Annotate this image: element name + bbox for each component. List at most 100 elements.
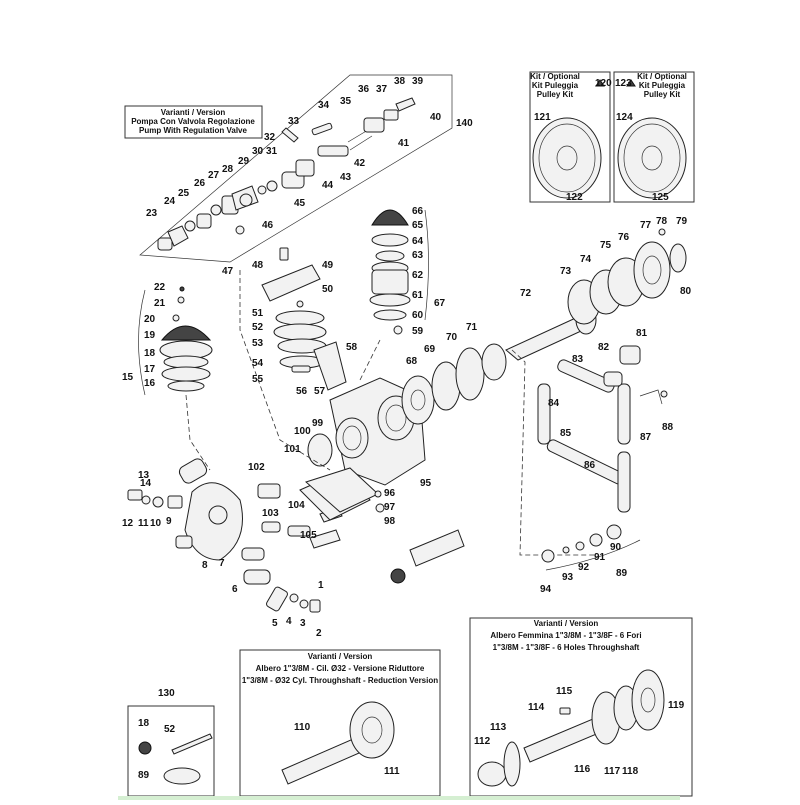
- leader-center: [359, 339, 381, 381]
- part-label-52: 52: [164, 724, 176, 735]
- bracket-15: [138, 289, 146, 396]
- part-label-55: 55: [252, 374, 264, 385]
- part-label-52: 52: [252, 322, 264, 333]
- part-label-112: 112: [474, 736, 491, 747]
- part-label-43: 43: [340, 172, 352, 183]
- seal-99: [307, 433, 333, 467]
- part-label-67: 67: [434, 298, 446, 309]
- part-label-3: 3: [300, 618, 306, 629]
- part-label-36: 36: [358, 84, 370, 95]
- caption-female-line3: 1"3/8M - 1"3/8F - 6 Holes Throughshaft: [493, 643, 640, 652]
- kit123-line2: Kit Puleggia: [639, 81, 686, 90]
- caption-female-line2: Albero Femmina 1"3/8M - 1"3/8F - 6 Fori: [490, 631, 641, 640]
- part-label-24: 24: [164, 196, 176, 207]
- part-label-83: 83: [572, 354, 584, 365]
- part-label-111: 111: [384, 766, 400, 777]
- part-label-29: 29: [238, 156, 250, 167]
- part-label-11: 11: [138, 518, 149, 529]
- part-label-8: 8: [202, 560, 208, 571]
- part-label-76: 76: [618, 232, 630, 243]
- part-label-96: 96: [384, 488, 396, 499]
- part-label-97: 97: [384, 502, 396, 513]
- part-label-99: 99: [312, 418, 324, 429]
- part-label-101: 101: [284, 444, 301, 455]
- nut-89: [390, 568, 406, 584]
- part-label-50: 50: [322, 284, 334, 295]
- part-label-14: 14: [140, 478, 152, 489]
- part-label-89: 89: [616, 568, 628, 579]
- part-label-100: 100: [294, 426, 311, 437]
- part-label-64: 64: [412, 236, 424, 247]
- part-label-66: 66: [412, 206, 424, 217]
- cap-112: [477, 761, 507, 787]
- part-label-26: 26: [194, 178, 206, 189]
- part-label-47: 47: [222, 266, 234, 277]
- part-label-103: 103: [262, 508, 279, 519]
- caption-regulation-line1: Varianti / Version: [161, 108, 226, 117]
- part-label-60: 60: [412, 310, 424, 321]
- kit120-line1: Kit / Optional: [530, 72, 580, 81]
- part-label-77: 77: [640, 220, 652, 231]
- caption-female-line1: Varianti / Version: [534, 619, 599, 628]
- part-label-91: 91: [594, 552, 606, 563]
- diaphragm-stack-15: [159, 286, 213, 392]
- kit123-line3: Pulley Kit: [644, 90, 681, 99]
- rod-part: [409, 529, 465, 567]
- part-label-48: 48: [252, 260, 264, 271]
- part-label-32: 32: [264, 132, 276, 143]
- part-label-70: 70: [446, 332, 458, 343]
- part-label-130: 130: [158, 688, 175, 699]
- kit120-line2: Kit Puleggia: [532, 81, 579, 90]
- part-label-30: 30: [252, 146, 264, 157]
- part-label-9: 9: [166, 516, 172, 527]
- part-label-117: 117: [604, 766, 621, 777]
- part-label-59: 59: [412, 326, 424, 337]
- part-label-44: 44: [322, 180, 334, 191]
- part-label-72: 72: [520, 288, 532, 299]
- part-label-28: 28: [222, 164, 234, 175]
- part-label-58: 58: [346, 342, 358, 353]
- part-label-22: 22: [154, 282, 166, 293]
- part-label-114: 114: [528, 702, 545, 713]
- pulley-124: [617, 117, 687, 199]
- pulley-121: [532, 117, 602, 199]
- part-label-89: 89: [138, 770, 150, 781]
- part-label-46: 46: [262, 220, 274, 231]
- part-label-17: 17: [144, 364, 156, 375]
- part-label-20: 20: [144, 314, 156, 325]
- regulation-valve-parts: [157, 97, 416, 251]
- part-label-18: 18: [138, 718, 150, 729]
- part-label-78: 78: [656, 216, 668, 227]
- part-label-121: 121: [534, 112, 551, 123]
- part-label-40: 40: [430, 112, 442, 123]
- part-label-15: 15: [122, 372, 134, 383]
- part-label-118: 118: [622, 766, 639, 777]
- part-label-93: 93: [562, 572, 574, 583]
- part-label-62: 62: [412, 270, 424, 281]
- part-label-74: 74: [580, 254, 592, 265]
- part-label-16: 16: [144, 378, 156, 389]
- part-label-7: 7: [219, 558, 225, 569]
- part-label-95: 95: [420, 478, 432, 489]
- part-label-5: 5: [272, 618, 278, 629]
- part-label-82: 82: [598, 342, 610, 353]
- caption-regulation-line2: Pompa Con Valvola Regolazione: [131, 117, 255, 126]
- part-label-54: 54: [252, 358, 264, 369]
- part-label-65: 65: [412, 220, 424, 231]
- part-label-110: 110: [294, 722, 311, 733]
- pipe-assembly: [537, 345, 668, 513]
- part-label-98: 98: [384, 516, 396, 527]
- part-label-12: 12: [122, 518, 134, 529]
- part-label-120: 120: [595, 78, 612, 89]
- part-label-86: 86: [584, 460, 596, 471]
- part-label-6: 6: [232, 584, 238, 595]
- caption-reduction-line1: Varianti / Version: [308, 652, 373, 661]
- head-stack-67: [369, 209, 411, 335]
- variant-140-outline: [139, 74, 453, 263]
- part-label-2: 2: [316, 628, 322, 639]
- part-label-81: 81: [636, 328, 648, 339]
- part-label-123: 123: [615, 78, 632, 89]
- caption-reduction-line3: 1"3/8M - Ø32 Cyl. Throughshaft - Reducti…: [242, 676, 438, 685]
